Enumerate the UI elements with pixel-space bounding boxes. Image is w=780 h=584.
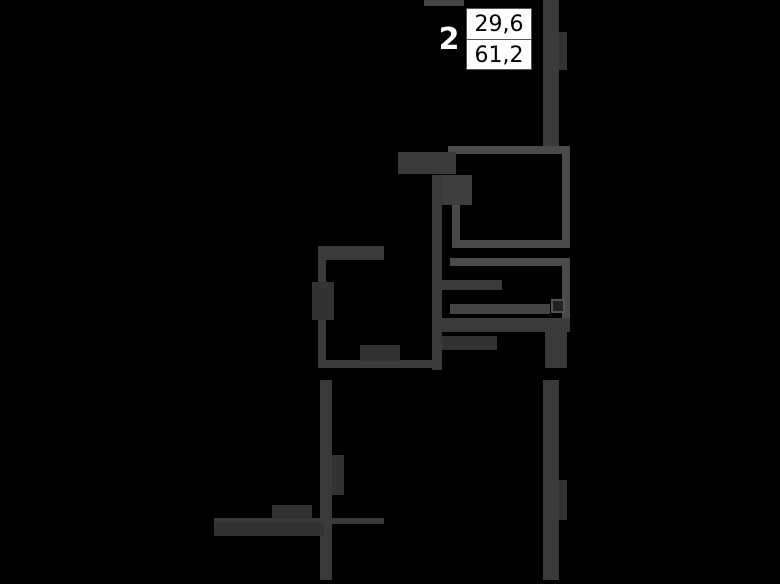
fixture: [442, 280, 502, 290]
exterior-wall: [543, 0, 559, 150]
wall-segment: [562, 146, 570, 248]
exterior-wall: [543, 380, 559, 580]
window: [312, 282, 334, 320]
shaft: [551, 299, 565, 313]
window: [272, 505, 312, 519]
wall-segment: [452, 205, 460, 248]
window: [332, 455, 344, 495]
wall-segment: [450, 304, 550, 314]
fixture: [442, 336, 497, 350]
window: [360, 345, 400, 361]
exterior-wall: [320, 380, 332, 580]
window: [559, 32, 567, 70]
wall-segment: [424, 0, 464, 6]
wall-segment: [318, 246, 384, 260]
wall-segment: [562, 258, 570, 320]
axis-line: [214, 518, 384, 524]
wall-segment: [442, 318, 570, 332]
living-area: 29,6: [467, 9, 531, 40]
wall-segment: [318, 360, 442, 368]
wall-segment: [450, 258, 570, 266]
plan-label: 2 29,6 61,2: [432, 8, 534, 70]
wall-segment: [545, 320, 567, 368]
area-values: 29,6 61,2: [466, 8, 532, 70]
interior-wall: [432, 175, 442, 370]
wall-segment: [452, 240, 570, 248]
room-count: 2: [432, 8, 466, 70]
door-swing: [398, 152, 456, 174]
wall-segment: [448, 146, 570, 154]
wall-segment: [214, 522, 324, 536]
total-area: 61,2: [474, 42, 524, 68]
window: [559, 480, 567, 520]
